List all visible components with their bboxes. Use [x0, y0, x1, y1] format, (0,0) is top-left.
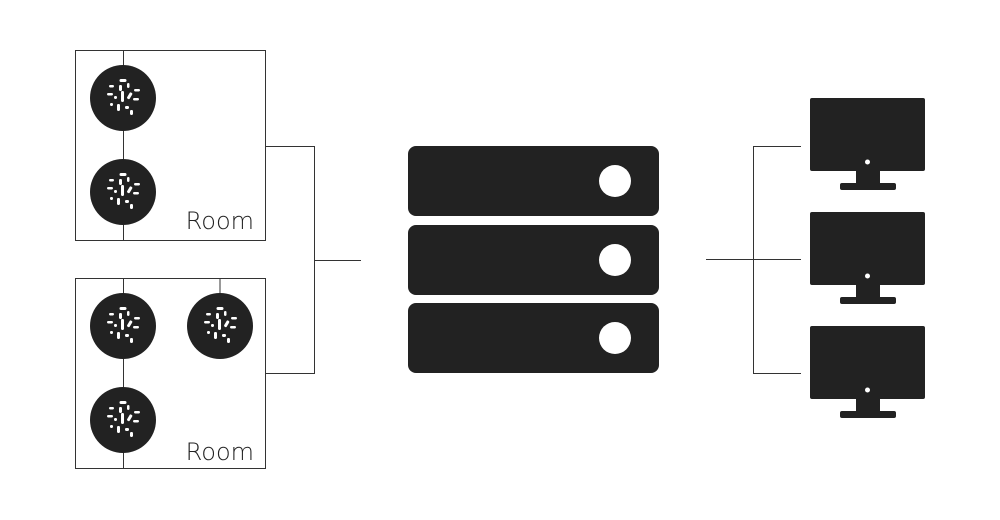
server-indicator: [599, 165, 631, 197]
server-indicator: [599, 244, 631, 276]
speaker-sensor-icon: [90, 65, 156, 131]
room-2-label: Room: [186, 438, 254, 466]
speaker-sensor-icon: [90, 159, 156, 225]
server-rack-icon: [408, 146, 659, 373]
room-1-boundary: [75, 50, 266, 241]
room-1-label: Room: [186, 207, 254, 235]
room-2-boundary: [75, 278, 266, 469]
rooms-to-server-connector: [266, 146, 361, 374]
monitor-icon: [810, 326, 925, 418]
server-unit: [408, 225, 659, 295]
monitor-icon: [810, 98, 925, 190]
room-2: Room: [75, 278, 266, 469]
server-unit: [408, 146, 659, 216]
server-unit: [408, 303, 659, 373]
speaker-sensor-icon: [90, 387, 156, 453]
server-to-monitors-connector: [706, 146, 801, 374]
monitor-icon: [810, 212, 925, 304]
speaker-sensor-icon: [187, 293, 253, 359]
room-1: Room: [75, 50, 266, 241]
speaker-sensor-icon: [90, 293, 156, 359]
server-indicator: [599, 322, 631, 354]
